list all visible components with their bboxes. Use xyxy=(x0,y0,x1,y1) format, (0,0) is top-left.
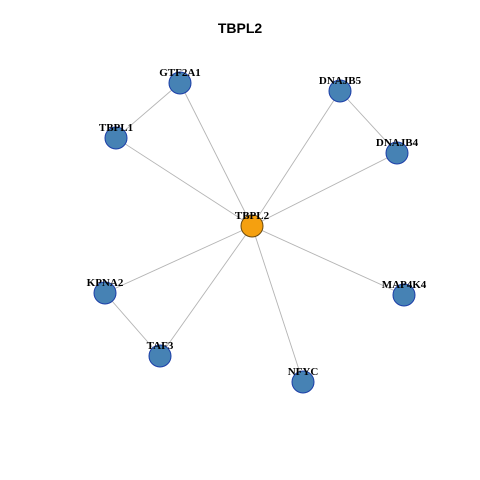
edge-gtf2a1-tbpl1 xyxy=(115,82,181,139)
edge-tbpl2-dnajb4 xyxy=(251,152,398,227)
node-nfyc xyxy=(291,370,315,394)
edges-layer xyxy=(104,82,405,383)
node-label-dnajb5: DNAJB5 xyxy=(319,75,362,87)
node-gtf2a1 xyxy=(168,71,192,95)
edge-tbpl2-nfyc xyxy=(251,225,304,383)
node-label-taf3: TAF3 xyxy=(147,340,174,352)
edge-dnajb5-dnajb4 xyxy=(339,90,398,154)
edge-tbpl2-dnajb5 xyxy=(251,90,341,227)
node-dnajb5 xyxy=(328,79,352,103)
node-label-kpna2: KPNA2 xyxy=(87,277,124,289)
nodes-layer xyxy=(93,71,416,394)
edge-kpna2-taf3 xyxy=(104,292,161,357)
edge-tbpl2-map4k4 xyxy=(251,225,405,296)
node-taf3 xyxy=(148,344,172,368)
page-title: TBPL2 xyxy=(217,20,263,36)
node-tbpl2 xyxy=(240,214,264,238)
edge-tbpl2-tbpl1 xyxy=(115,137,253,227)
node-label-dnajb4: DNAJB4 xyxy=(376,137,419,149)
edge-tbpl2-kpna2 xyxy=(104,225,253,294)
edge-tbpl2-gtf2a1 xyxy=(179,82,253,227)
node-label-gtf2a1: GTF2A1 xyxy=(159,67,201,79)
node-label-tbpl2: TBPL2 xyxy=(235,210,270,222)
node-label-tbpl1: TBPL1 xyxy=(99,122,133,134)
node-label-map4k4: MAP4K4 xyxy=(382,279,427,291)
node-label-nfyc: NFYC xyxy=(288,366,319,378)
node-dnajb4 xyxy=(385,141,409,165)
edge-tbpl2-taf3 xyxy=(159,225,253,357)
node-tbpl1 xyxy=(104,126,128,150)
node-map4k4 xyxy=(392,283,416,307)
node-kpna2 xyxy=(93,281,117,305)
